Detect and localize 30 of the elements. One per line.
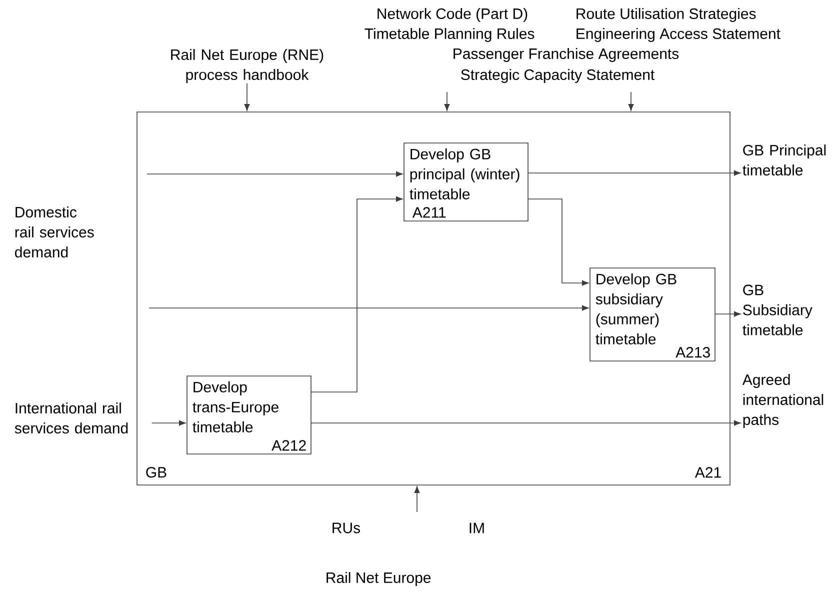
arrow	[444, 92, 450, 111]
label: Rail Net Europe	[326, 572, 431, 586]
arrow	[148, 305, 589, 311]
arrow	[244, 83, 250, 111]
process-box: Develop GB subsidiary (summer) timetable A213	[590, 268, 716, 362]
label: IM	[470, 522, 484, 534]
label: Engineering Access Statement	[576, 28, 780, 42]
label: Route Utilisation Strategies	[576, 8, 756, 22]
arrow	[528, 170, 741, 176]
process-box: Develop GB principal (winter) timetable A211	[404, 142, 528, 222]
arrow	[414, 486, 420, 512]
arrow	[628, 92, 634, 111]
arrow-label: GB Principal timetable	[742, 144, 826, 176]
arrow	[151, 420, 186, 426]
arrow	[146, 171, 403, 177]
arrow-label: Rail Net Europe (RNE) process handbook	[171, 49, 324, 83]
arrow	[714, 311, 741, 317]
arrow-label: GB Subsidiary timetable	[742, 284, 812, 336]
label: Network Code (Part D)	[378, 8, 528, 22]
arrow-label: Domestic rail services demand	[15, 206, 94, 258]
arrow-label: Agreed international paths	[742, 374, 824, 428]
arrow	[310, 196, 403, 392]
arrow-label: International rail services demand	[14, 402, 128, 434]
label: Timetable Planning Rules	[364, 28, 534, 42]
label: Strategic Capacity Statement	[461, 69, 655, 83]
process-box: Develop trans-Europe timetable A212	[186, 376, 312, 454]
arrow	[528, 198, 589, 286]
label: Passenger Franchise Agreements	[454, 48, 679, 62]
label: RUs	[332, 522, 360, 534]
arrow	[310, 420, 741, 426]
